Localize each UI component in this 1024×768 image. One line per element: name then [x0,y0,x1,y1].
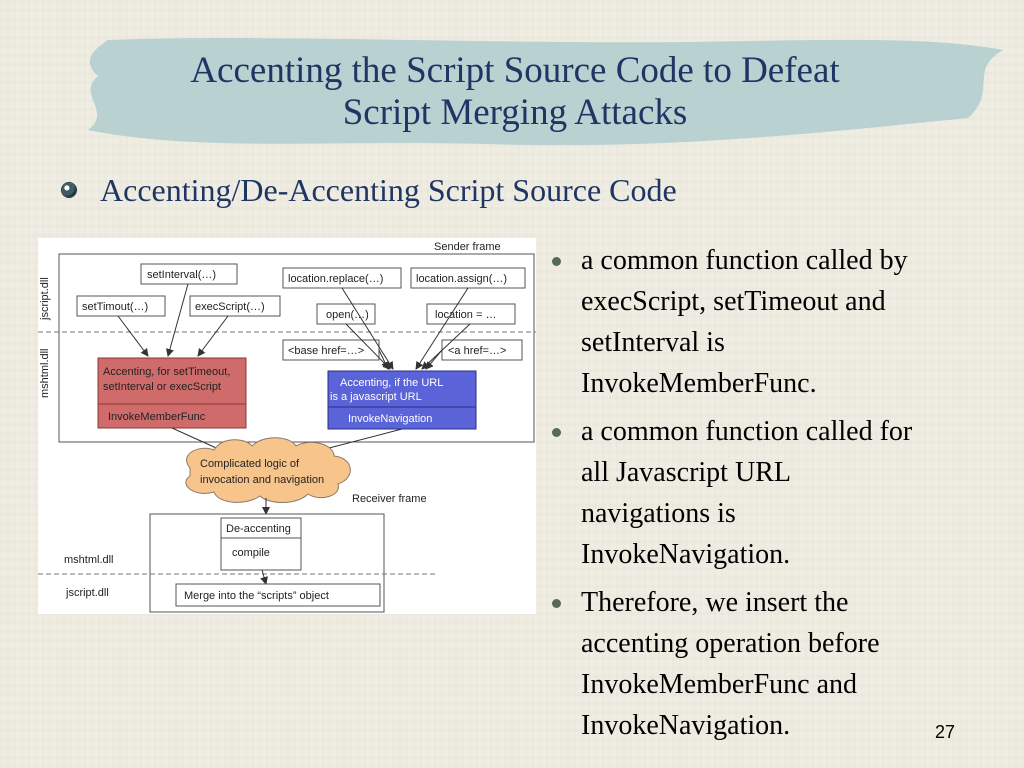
accent-blue-box [327,370,477,408]
receiver-frame-label: Receiver frame [352,493,427,505]
cloud-line-1: Complicated logic of [200,458,300,470]
arrow-a-href [425,349,443,370]
sender-frame-label: Sender frame [434,241,501,253]
slide-title: Accenting the Script Source Code to Defe… [90,50,940,134]
arrow-settimeout [117,315,149,357]
set-timeout-label: setTimout(…) [82,301,148,313]
title-line-2: Script Merging Attacks [342,92,688,133]
set-interval-label: setInterval(…) [147,269,216,281]
bullet-item-1: a common function called by execScript, … [548,240,1008,404]
bullet-item-2: a common function called for all Javascr… [548,411,1008,575]
bullet-1-line-3: setInterval is [581,327,725,358]
bullet-3-line-1: Therefore, we insert the [581,587,849,618]
title-brush-stroke [88,38,1003,146]
merge-label: Merge into the “scripts” object [184,590,329,602]
arrow-location-replace [341,287,394,370]
jscript-dll-label: jscript.dll [65,587,109,599]
subtitle: Accenting/De-Accenting Script Source Cod… [100,172,677,208]
invoke-nav-label: InvokeNavigation [348,413,432,425]
location-eq-box [426,303,516,325]
set-timeout-box [76,295,166,317]
accent-blue-line-1: Accenting, if the URL [340,377,443,389]
arrow-execscript [197,315,229,357]
bullet-2-line-4: InvokeNavigation. [581,539,791,570]
bullet-list: a common function called by execScript, … [548,240,1008,753]
invoke-member-label: InvokeMemberFunc [108,411,206,423]
arrow-compile-to-merge [260,569,268,585]
exec-script-box [189,295,281,317]
mshtml-dll-vertical-label: mshtml.dll [39,348,51,398]
bullet-1-line-2: execScript, setTimeout and [581,286,886,317]
bullet-item-3: Therefore, we insert the accenting opera… [548,582,1008,746]
bullet-3-line-2: accenting operation before [581,628,880,659]
cloud-line-2: invocation and navigation [200,474,324,486]
title-line-1: Accenting the Script Source Code to Defe… [190,50,840,91]
compile-label: compile [232,547,270,559]
bullet-text-2: a common function called for all Javascr… [581,411,912,575]
mshtml-dll-label: mshtml.dll [64,554,114,566]
a-href-label: <a href=…> [448,345,506,357]
bullet-dot-icon [552,257,561,266]
accent-blue-line-2: is a javascript URL [330,391,422,403]
set-interval-box [140,263,238,285]
arrow-location-assign [415,287,469,370]
subtitle-row: Accenting/De-Accenting Script Source Cod… [62,170,677,210]
bullet-3-line-4: InvokeNavigation. [581,710,791,741]
bullet-2-line-2: all Javascript URL [581,457,791,488]
page-number: 27 [935,722,956,742]
diagram-svg: Sender frame jscript.dll mshtml.dll setI… [38,241,536,613]
bullet-text-1: a common function called by execScript, … [581,240,908,404]
bullet-3-line-3: InvokeMemberFunc and [581,669,858,700]
de-accenting-label: De-accenting [226,523,291,535]
accent-red-line-1: Accenting, for setTimeout, [103,366,230,378]
bullet-2-line-1: a common function called for [581,416,913,447]
logic-cloud [185,437,351,503]
open-label: open(…) [326,309,369,321]
location-replace-label: location.replace(…) [288,273,383,285]
architecture-diagram: Sender frame jscript.dll mshtml.dll setI… [38,238,536,614]
exec-script-label: execScript(…) [195,301,265,313]
round-bullet-icon [62,183,76,197]
base-href-label: <base href=…> [288,345,364,357]
bullet-1-line-1: a common function called by [581,245,908,276]
arrow-base-href [378,349,389,370]
merge-box [175,583,381,607]
bullet-text-3: Therefore, we insert the accenting opera… [581,582,880,746]
bullet-1-line-4: InvokeMemberFunc. [581,368,817,399]
accent-red-line-2: setInterval or execScript [103,381,221,393]
location-eq-label: location = … [435,309,496,321]
bullet-dot-icon [552,428,561,437]
bullet-2-line-3: navigations is [581,498,736,529]
location-assign-label: location.assign(…) [416,273,507,285]
compile-box [220,537,302,571]
jscript-dll-vertical-label: jscript.dll [39,277,51,321]
bullet-dot-icon [552,599,561,608]
arrow-setinterval [166,283,189,357]
